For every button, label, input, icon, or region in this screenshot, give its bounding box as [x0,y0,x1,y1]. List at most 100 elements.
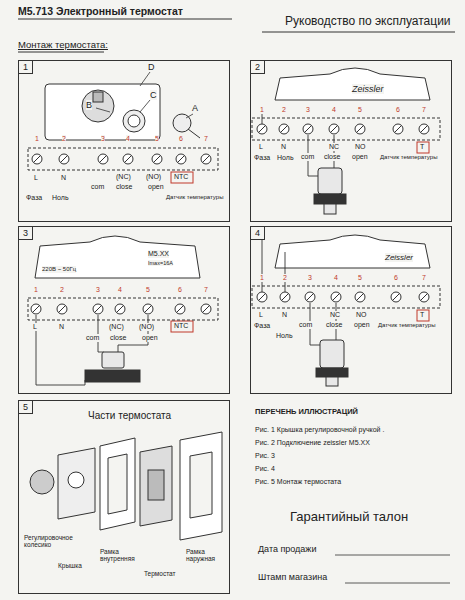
terminal-block [57,304,67,314]
pin-name: NC [330,311,340,319]
terminal-block [395,126,402,133]
exploded-parts [58,448,95,519]
terminal-block [393,124,403,134]
terminal-block [154,156,161,163]
pin-name: (NO) [139,323,154,331]
pin-name: N [281,143,286,151]
terminal-block [357,126,364,133]
pin-name: Фаза [254,322,270,330]
terminal-block [333,294,340,301]
figure-panel: 5 [18,400,230,594]
terminal-number: 4 [126,135,130,143]
terminal-block [357,294,364,301]
terminal-number: 7 [204,286,208,294]
terminal-block [176,154,186,164]
sensor-label: Датчик температуры [378,322,435,329]
sensor-symbol: T [420,143,424,151]
callout-letter: C [150,90,157,100]
part-name: Крышка [58,562,82,569]
terminal-block [305,126,312,133]
valve-actuator [85,168,348,386]
pin-name: open [354,321,370,329]
sensor-label: Датчик температуры [380,154,437,161]
terminal-number: 5 [146,286,150,294]
figure-number: 1 [19,61,33,74]
label-text: Рис. 3 [255,452,275,460]
wire [36,315,85,385]
leader-line [140,72,150,86]
pin-name: com [91,183,104,191]
terminal-number: 3 [308,274,312,282]
terminal-block [257,292,267,302]
terminal-number: 6 [396,106,400,114]
pin-name: NC [329,143,339,151]
terminal-block [152,154,162,164]
ntc-sensor [171,321,193,332]
terminal-block [257,124,267,134]
part-name: Рамка наружная [186,548,224,563]
terminal-block [123,154,133,164]
figure-number: 4 [251,227,265,240]
terminal-number: 6 [394,274,398,282]
brand-name: Zeissler [352,84,384,94]
terminal-block [31,304,41,314]
terminal-block [95,306,102,313]
signature-line [335,555,450,583]
terminal-block [331,126,338,133]
supply-label: 220В ~ 50Гц [42,266,76,273]
section-heading: Монтаж термостата: [18,40,108,51]
part-name: Термостат [144,570,176,577]
figure-number: 3 [19,227,33,240]
terminal-block [59,306,66,313]
part-name: Рамка внутренняя [100,548,140,563]
terminal-block [355,292,365,302]
terminal-block [61,156,68,163]
terminal-block [59,154,69,164]
pin-name: Ноль [52,194,69,202]
terminal-number: 2 [283,274,287,282]
valve-actuator [102,352,124,368]
header-rule [262,32,455,33]
terminal-block [419,292,429,302]
terminal-number: 3 [306,106,310,114]
thermostat-face [128,115,140,127]
figure-number: 5 [19,401,33,414]
valve-actuator [326,377,338,386]
pin-name: L [33,323,37,331]
pin-name: NO [356,311,367,319]
terminal-block [421,126,428,133]
ntc-sensor [417,142,429,153]
pin-name: L [259,311,263,319]
exploded-parts [68,472,84,488]
pin-name: com [301,153,314,161]
terminal-block [117,306,124,313]
pin-name: (NC) [109,323,124,331]
pin-name: open [142,334,158,342]
pin-name: close [326,321,342,329]
terminal-number: 6 [179,135,183,143]
label-text: Рис. 1 Крышка регулировочной ручкой . [255,426,384,434]
terminal-number: 4 [332,106,336,114]
pin-name: (NO) [146,173,161,181]
terminal-block [175,304,185,314]
pin-name: close [116,183,132,191]
terminal-block [98,154,108,164]
terminal-block [421,294,428,301]
exploded-parts [30,432,222,540]
pin-name: open [148,183,164,191]
terminal-block [419,124,429,134]
thermostat-face [82,90,114,122]
terminal-number: 4 [334,274,338,282]
terminal-block [201,154,211,164]
terminal-block [252,286,440,308]
exploded-parts [148,470,164,500]
terminal-block [32,154,42,164]
terminal-block [329,124,339,134]
terminal-block [143,304,153,314]
terminal-number: 1 [260,106,264,114]
terminal-block [259,126,266,133]
brand-name: Zeissler [385,253,413,262]
terminal-block [331,292,341,302]
terminal-number: 7 [422,106,426,114]
thermostat-face [45,84,160,140]
